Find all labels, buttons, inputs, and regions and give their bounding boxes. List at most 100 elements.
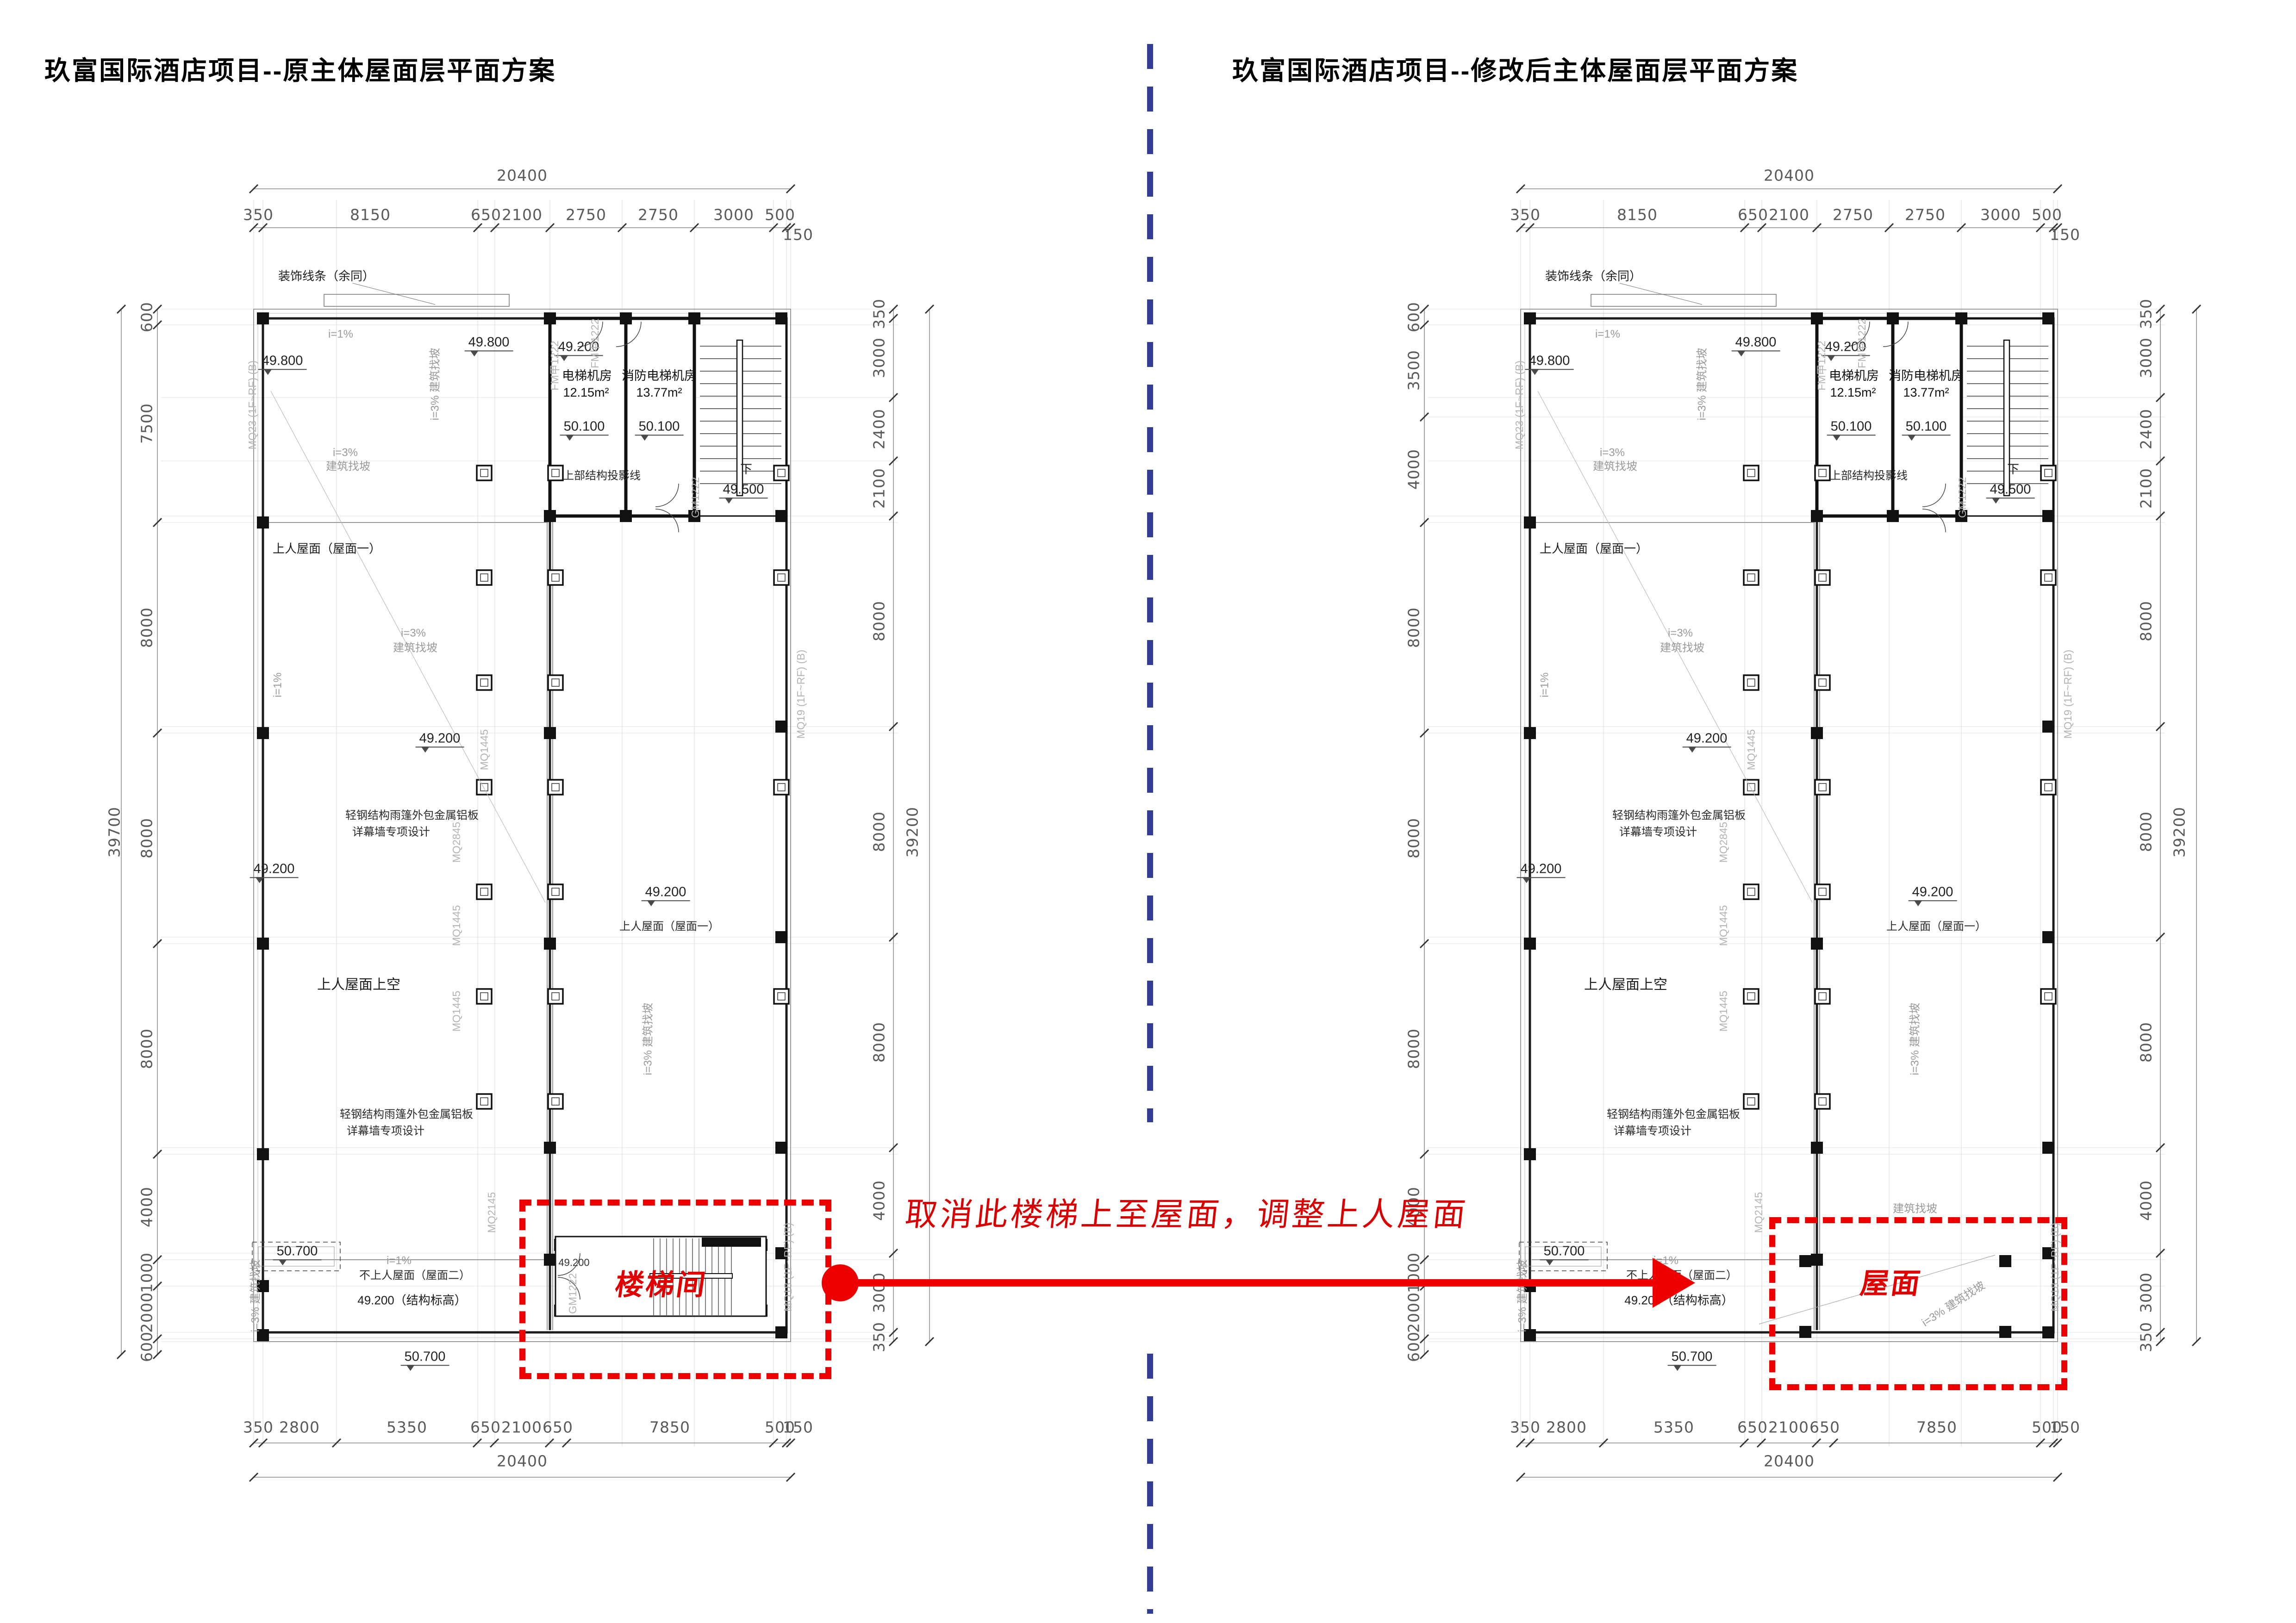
plan-label: MQ1445 bbox=[450, 990, 462, 1032]
dimension-label: 350 bbox=[2137, 1322, 2155, 1352]
plan-label: 50.700 bbox=[273, 1244, 322, 1266]
dimension-label: 20400 bbox=[497, 1452, 548, 1470]
dimension-label: 3000 bbox=[713, 205, 754, 224]
dimension-label: 600 bbox=[1404, 302, 1423, 332]
plan-label: 49.200（结构标高） bbox=[357, 1293, 467, 1307]
revision-arrow-line bbox=[840, 1279, 1655, 1287]
plan-label: 建筑找坡 bbox=[1593, 460, 1637, 473]
plan-label: 50.100 bbox=[635, 419, 684, 442]
plan-label: 49.200 bbox=[1682, 731, 1731, 753]
dimension-label: 5350 bbox=[387, 1418, 427, 1436]
plan-label: 49.800 bbox=[258, 354, 307, 376]
dimension-label: 1000 bbox=[137, 1252, 156, 1293]
dimension-label: 350 bbox=[870, 1322, 888, 1352]
plan-label: 装饰线条（余同） bbox=[278, 269, 375, 283]
dimension-label: 2400 bbox=[870, 409, 888, 449]
dimension-label: 350 bbox=[870, 298, 888, 329]
plan-label: FM甲1222 bbox=[588, 318, 601, 368]
plan-label: 轻钢结构雨篷外包金属铝板 bbox=[1612, 809, 1746, 822]
plan-label: 50.100 bbox=[1902, 419, 1951, 442]
plan-label: MQ19 (1F~RF) (B) bbox=[794, 649, 807, 739]
dimension-label: 8000 bbox=[1404, 818, 1423, 858]
plan-label: MQ23 (1F~RF) (B) bbox=[1513, 360, 1525, 450]
dimension-label: 1000 bbox=[1404, 1252, 1423, 1293]
plan-label: 轻钢结构雨篷外包金属铝板 bbox=[345, 809, 479, 822]
plan-label: 49.200 bbox=[1908, 885, 1957, 907]
floor-plan-right bbox=[1419, 184, 2202, 1482]
plan-label: 不上人屋面（屋面二） bbox=[359, 1269, 470, 1282]
dimension-label: 2000 bbox=[1404, 1292, 1423, 1333]
dimension-label: 3000 bbox=[1980, 205, 2021, 224]
plan-label: 上部结构投影线 bbox=[1830, 469, 1908, 482]
dimension-label: 7850 bbox=[1916, 1418, 1957, 1436]
plan-label: i=3% 建筑找坡 bbox=[1516, 1259, 1529, 1332]
plan-label: MQ2845 bbox=[1717, 821, 1729, 863]
plan-label: 电梯机房 bbox=[1829, 368, 1879, 383]
plan-label: 50.700 bbox=[400, 1349, 449, 1372]
plan-label: 下 bbox=[2007, 462, 2020, 476]
plan-label: GM1222 bbox=[1956, 477, 1968, 518]
dimension-label: 350 bbox=[243, 1418, 274, 1436]
blue-dashed-divider-top bbox=[1147, 44, 1153, 1122]
plan-label: i=1% bbox=[271, 672, 284, 698]
dimension-label: 4000 bbox=[137, 1187, 156, 1227]
plan-label: FM甲1222 bbox=[1855, 318, 1868, 368]
dimension-label: 2100 bbox=[502, 205, 543, 224]
dimension-label: 2100 bbox=[1768, 1418, 1809, 1436]
plan-label: 49.500 bbox=[1986, 482, 2035, 504]
dimension-label: 39200 bbox=[903, 807, 922, 858]
dimension-label: 8000 bbox=[870, 811, 888, 852]
plan-label: MQ1445 bbox=[1717, 990, 1729, 1032]
plan-label: 详幕墙专项设计 bbox=[352, 826, 430, 839]
dimension-label: 500 bbox=[765, 1418, 795, 1436]
plan-label: i=1% bbox=[386, 1254, 412, 1267]
plan-label: 49.800 bbox=[464, 335, 513, 357]
dimension-label: 2100 bbox=[1769, 205, 1809, 224]
dimension-label: 2100 bbox=[870, 468, 888, 509]
plan-title-modified: 玖富国际酒店项目--修改后主体屋面层平面方案 bbox=[1232, 56, 1799, 85]
dimension-label: 4000 bbox=[870, 1180, 888, 1221]
plan-label: 50.700 bbox=[1667, 1349, 1716, 1372]
dimension-label: 2750 bbox=[638, 205, 679, 224]
dimension-label: 8150 bbox=[1617, 205, 1658, 224]
dimension-label: 650 bbox=[471, 205, 501, 224]
dimension-label: 2800 bbox=[1546, 1418, 1587, 1436]
dimension-label: 650 bbox=[1738, 205, 1768, 224]
plan-label: 13.77m² bbox=[636, 385, 682, 399]
plan-label: 建筑找坡 bbox=[1893, 1202, 1937, 1215]
plan-label: 49.800 bbox=[1731, 335, 1780, 357]
dimension-label: 150 bbox=[783, 225, 813, 244]
revision-note: 取消此楼梯上至屋面，调整上人屋面 bbox=[903, 1197, 1470, 1233]
dimension-label: 8000 bbox=[870, 1022, 888, 1063]
dimension-label: 350 bbox=[1510, 205, 1541, 224]
plan-label: i=3% 建筑找坡 bbox=[642, 1002, 655, 1076]
plan-label: MQ2845 bbox=[450, 821, 462, 863]
plan-label: 上人屋面（屋面一） bbox=[272, 541, 381, 556]
plan-label: 上人屋面（屋面一） bbox=[1886, 920, 1986, 933]
plan-label: i=1% bbox=[328, 328, 354, 341]
plan-label: MQ1445 bbox=[478, 729, 490, 771]
plan-label: 49.200 bbox=[641, 885, 690, 907]
plan-label: 12.15m² bbox=[1830, 385, 1876, 399]
dimension-label: 2750 bbox=[1833, 205, 1873, 224]
plan-label: 详幕墙专项设计 bbox=[347, 1125, 424, 1138]
plan-label: 49.200 bbox=[1516, 862, 1566, 884]
dimension-label: 8000 bbox=[1404, 607, 1423, 648]
plan-label: 消防电梯机房 bbox=[1889, 368, 1964, 383]
plan-label: 49.800 bbox=[1525, 354, 1574, 376]
dimension-label: 39700 bbox=[105, 807, 124, 858]
dimension-label: 8000 bbox=[870, 601, 888, 641]
plan-label: i=3% bbox=[332, 446, 358, 459]
plan-label: 上人屋面（屋面一） bbox=[619, 920, 719, 933]
dimension-label: 3000 bbox=[2137, 1272, 2155, 1313]
plan-label: FM甲1222 bbox=[548, 341, 561, 391]
dimension-label: 5350 bbox=[1653, 1418, 1694, 1436]
plan-label: 50.700 bbox=[1540, 1244, 1589, 1266]
plan-label: MQ1445 bbox=[1745, 729, 1757, 771]
blue-dashed-divider-bottom bbox=[1147, 1354, 1153, 1614]
plan-label: 49.200 bbox=[415, 731, 464, 753]
plan-label: i=1% bbox=[1595, 328, 1621, 341]
plan-label: MQ19 (1F~RF) (B) bbox=[2061, 649, 2074, 739]
